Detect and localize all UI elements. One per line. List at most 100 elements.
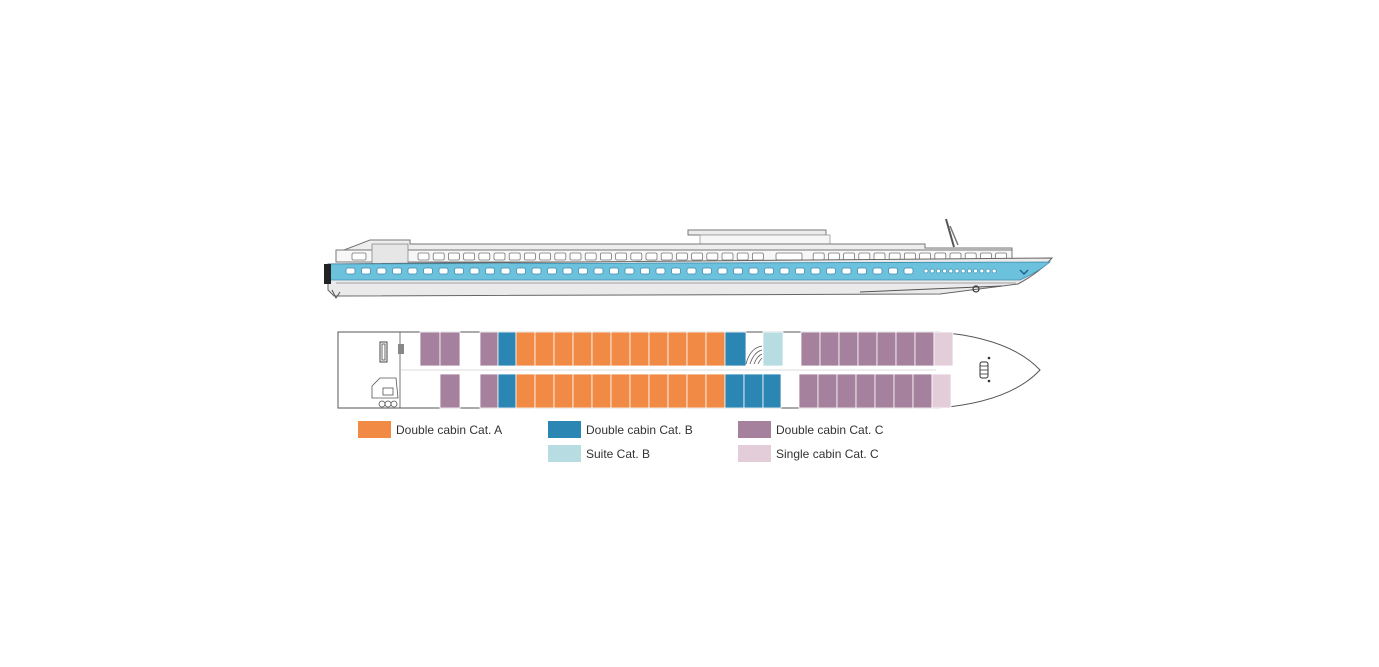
cabin-cat-a-double <box>629 373 650 409</box>
hull-window <box>562 267 573 275</box>
hull-window <box>454 267 464 275</box>
cabin-cat-a-double <box>534 331 555 367</box>
hull-window <box>392 267 402 275</box>
legend-item-cat-b-double: Double cabin Cat. B <box>548 421 693 438</box>
hull-window <box>376 267 387 275</box>
cabin-cat-a-double <box>667 373 688 409</box>
cabin-cat-c-double <box>419 331 441 367</box>
legend-label: Double cabin Cat. B <box>586 422 693 437</box>
hull-window <box>748 267 759 275</box>
porthole <box>960 268 966 274</box>
hull-window <box>764 267 774 275</box>
window <box>691 252 703 261</box>
window <box>463 252 476 261</box>
hull-window <box>671 267 681 275</box>
window <box>706 252 719 261</box>
hull-window <box>593 267 604 275</box>
hull-window <box>423 267 433 275</box>
hull-window <box>469 267 480 275</box>
stern-box <box>382 387 394 396</box>
hull-window <box>655 267 666 275</box>
hull-window <box>640 267 650 275</box>
cabin-cat-c-double <box>836 373 857 409</box>
stern-stairs <box>371 377 399 399</box>
cabin-cat-c-double <box>838 331 859 367</box>
stern-bumper <box>324 264 331 284</box>
hull-window <box>795 267 805 275</box>
porthole <box>936 268 941 274</box>
mast <box>945 218 955 248</box>
porthole <box>973 268 978 274</box>
cabin-cat-c-double <box>874 373 895 409</box>
cabin-cat-a-double <box>515 331 536 367</box>
window <box>432 252 445 261</box>
hull-window <box>500 267 511 275</box>
cabin-cat-a-double <box>610 331 631 367</box>
hull-window <box>516 267 526 275</box>
bow-bollard <box>987 379 991 383</box>
window <box>554 252 567 261</box>
cabin-cat-a-double <box>686 331 707 367</box>
legend-label: Double cabin Cat. C <box>776 422 884 437</box>
legend-swatch <box>738 445 771 462</box>
cabin-cat-c-single <box>933 331 954 367</box>
window <box>676 252 688 261</box>
window <box>645 252 658 261</box>
hull-window <box>810 267 821 275</box>
hull-window <box>438 267 449 275</box>
cabin-cat-c-double <box>479 373 499 409</box>
window <box>508 252 521 261</box>
rudder <box>331 289 341 299</box>
cabin-cat-b-double <box>724 331 747 367</box>
window <box>600 252 612 261</box>
cabin-cat-c-double <box>798 373 819 409</box>
legend-label: Double cabin Cat. A <box>396 422 503 437</box>
cabin-cat-c-double <box>800 331 821 367</box>
cabin-cat-a-double <box>553 331 574 367</box>
cabin-cat-a-double <box>667 331 688 367</box>
window <box>493 252 506 261</box>
cabin-cat-a-double <box>572 331 593 367</box>
cabin-cat-a-double <box>534 373 555 409</box>
hull-window <box>345 267 356 275</box>
cabin-cat-a-double <box>705 373 726 409</box>
cabin-cat-a-double <box>648 373 669 409</box>
cabin-cat-c-double <box>914 331 935 367</box>
window <box>630 252 643 261</box>
window <box>351 252 367 261</box>
legend-swatch <box>548 421 581 438</box>
window <box>478 252 491 261</box>
hull-windows <box>345 267 914 275</box>
window <box>539 252 551 261</box>
window <box>736 252 749 261</box>
legend-item-cat-b-suite: Suite Cat. B <box>548 445 650 462</box>
legend-label: Single cabin Cat. C <box>776 446 879 461</box>
window <box>584 252 597 261</box>
legend-item-cat-c-double: Double cabin Cat. C <box>738 421 883 438</box>
legend-swatch <box>548 445 581 462</box>
cabin-cat-a-double <box>648 331 669 367</box>
porthole <box>979 268 985 274</box>
legend-swatch <box>358 421 391 438</box>
porthole <box>948 268 954 274</box>
cabin-cat-c-double <box>817 373 838 409</box>
cabin-cat-a-double <box>610 373 631 409</box>
hull-window <box>361 267 371 275</box>
porthole <box>923 268 929 274</box>
window <box>417 252 430 261</box>
stern-fixture-inner <box>381 343 386 361</box>
bow-bollard <box>987 356 991 360</box>
cabin-cat-c-double <box>479 331 499 367</box>
cabin-cat-c-double <box>895 331 916 367</box>
cabin-cat-a-double <box>686 373 707 409</box>
cabin-cat-a-double <box>591 373 612 409</box>
stern-bollard <box>390 400 398 408</box>
cabin-cat-a-double <box>515 373 536 409</box>
mast-strut <box>949 225 959 246</box>
window <box>660 252 673 261</box>
cabin-cat-b-double <box>497 331 517 367</box>
hull-window <box>717 267 728 275</box>
